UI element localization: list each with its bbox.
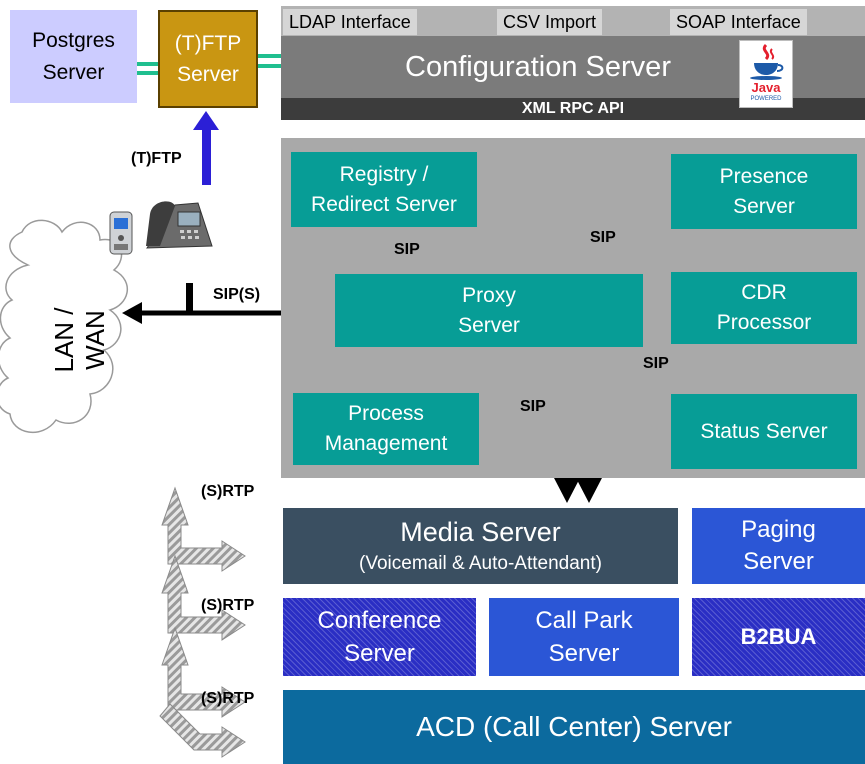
rtp-arrows — [159, 486, 246, 758]
tftp-up-arrow — [193, 111, 219, 185]
tftp-link-label: (T)FTP — [131, 150, 182, 167]
java-cup-icon — [750, 43, 784, 80]
rtp-label-3: (S)RTP — [201, 690, 255, 707]
sip-status-label: SIP — [643, 355, 669, 372]
media-server: Media Server (Voicemail & Auto-Attendant… — [283, 508, 678, 584]
sips-label: SIP(S) — [213, 286, 261, 303]
sip-registry-label: SIP — [394, 241, 420, 258]
java-powered-text: POWERED — [750, 96, 782, 102]
b2bua: B2BUA — [692, 598, 865, 676]
soap-interface: SOAP Interface — [670, 9, 807, 35]
mobile-phone-illustration — [109, 211, 133, 255]
sip-media-label: SIP — [520, 398, 546, 415]
java-logo-text: Java — [751, 80, 781, 95]
acd-call-center-server: ACD (Call Center) Server — [283, 690, 865, 764]
desk-phone-illustration — [146, 201, 213, 249]
lan-wan-cloud-shape — [0, 219, 129, 434]
tftp-config-link — [258, 54, 281, 68]
rtp-label-2: (S)RTP — [201, 597, 255, 614]
ldap-interface: LDAP Interface — [283, 9, 417, 35]
java-logo: Java POWERED — [739, 40, 793, 108]
xml-rpc-api: XML RPC API — [281, 98, 865, 120]
postgres-tftp-link — [137, 62, 158, 75]
status-server: Status Server — [671, 394, 857, 469]
rtp-label-1: (S)RTP — [201, 483, 255, 500]
registry-redirect-server: Registry /Redirect Server — [291, 152, 477, 227]
sip-presence-label: SIP — [590, 229, 616, 246]
lan-wan-label: LAN / WAN — [49, 307, 110, 373]
csv-import: CSV Import — [497, 9, 603, 35]
